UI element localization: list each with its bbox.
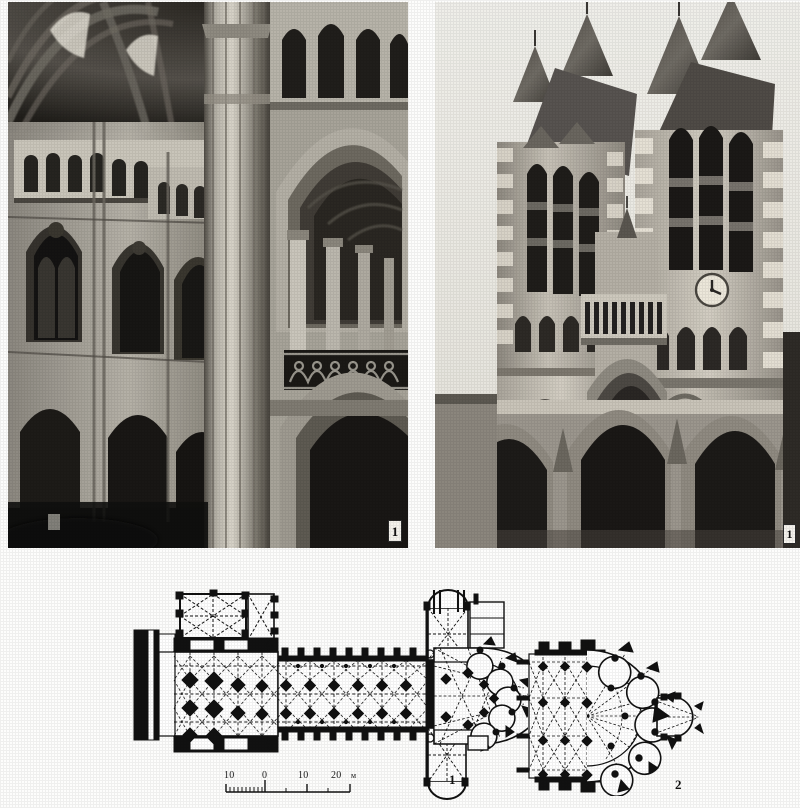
figure-plan-choir	[515, 636, 705, 796]
nave-interior-illustration	[8, 2, 408, 548]
figure-plan-cathedral	[128, 588, 528, 800]
scale-bar	[218, 770, 358, 800]
figure-number-plan-choir: 2	[675, 777, 682, 792]
scale-tick-label-20: 20	[331, 770, 342, 781]
figure-photo-west-facade: 1	[435, 2, 800, 548]
scale-unit-label: м	[351, 771, 357, 780]
clock-face	[694, 272, 730, 308]
figure-number-plan-cathedral: 1	[449, 772, 456, 787]
figure-number-photo-nave: 1	[388, 520, 402, 542]
west-facade-illustration	[435, 2, 800, 548]
choir-plan-drawing	[516, 639, 704, 796]
scale-bar-graphic	[225, 780, 351, 793]
scale-tick-label-10-right: 10	[298, 770, 309, 781]
cathedral-plan-drawing	[133, 589, 528, 800]
figure-photo-nave-interior: 1	[8, 2, 408, 548]
figure-number-photo-facade: 1	[783, 524, 796, 544]
scale-tick-label-10-left: 10	[224, 770, 235, 781]
scale-tick-label-0: 0	[262, 770, 268, 781]
